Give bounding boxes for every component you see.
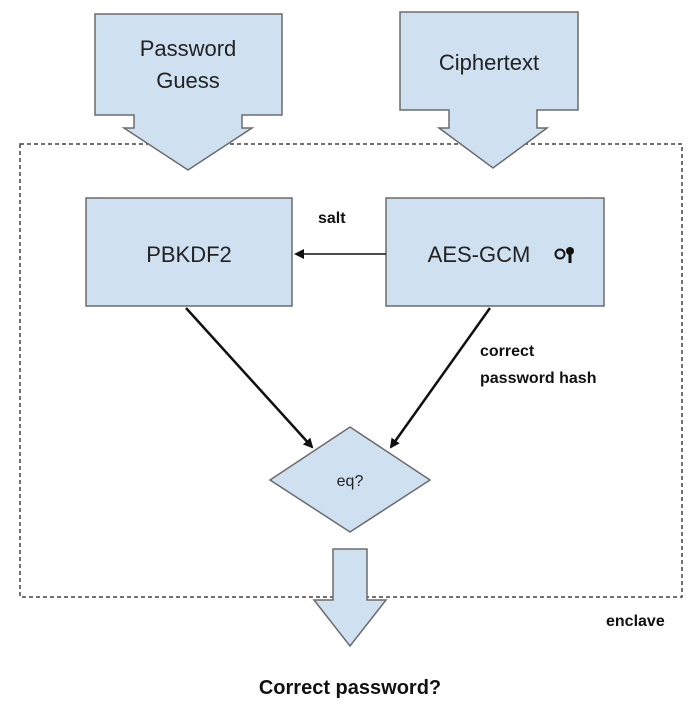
aes-gcm-node: AES-GCM	[385, 197, 605, 307]
eq-decision-node: eq?	[268, 426, 432, 533]
pbkdf2-box	[85, 197, 293, 307]
correct-hash-label-line2: password hash	[480, 370, 596, 387]
salt-label: salt	[318, 210, 346, 227]
ciphertext-label: Ciphertext	[439, 50, 539, 75]
aes-gcm-label: AES-GCM	[428, 242, 531, 267]
pbkdf2-node: PBKDF2	[85, 197, 293, 307]
password-guess-label-line2: Guess	[156, 68, 220, 93]
key-icon	[554, 247, 574, 263]
output-arrow	[312, 548, 388, 648]
pbkdf2-to-eq-arrow	[185, 307, 314, 449]
ciphertext-input: Ciphertext	[399, 11, 579, 169]
ciphertext-arrow-shape	[399, 11, 579, 169]
pbkdf2-label: PBKDF2	[146, 242, 232, 267]
eq-label: eq?	[337, 473, 364, 490]
password-guess-arrow-shape	[94, 13, 283, 171]
correct-hash-label-line1: correct	[480, 343, 535, 360]
eq-diamond	[268, 426, 432, 533]
password-guess-label-line1: Password	[140, 36, 237, 61]
aes-to-eq-arrow	[389, 307, 492, 449]
password-guess-input: Password Guess	[94, 13, 283, 171]
output-label: Correct password?	[259, 677, 441, 699]
enclave-label: enclave	[606, 613, 665, 630]
